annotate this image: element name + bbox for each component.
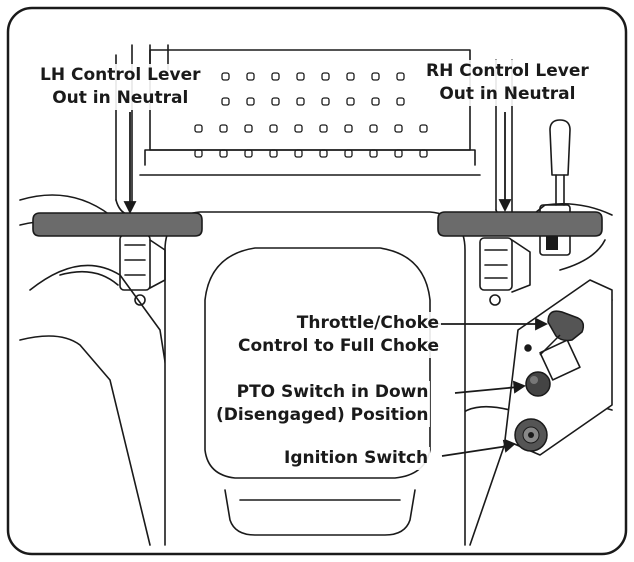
pto-label: PTO Switch in Down (Disengaged) Position: [214, 381, 431, 427]
throttle-label-line2: Control to Full Choke: [238, 336, 439, 356]
panel-square: [539, 339, 581, 381]
rh-lever-label: RH Control Lever Out in Neutral: [424, 60, 591, 106]
seat-vent-holes: [194, 72, 428, 158]
rh-lever-mechanism: [479, 237, 531, 306]
ignition-leader: [441, 445, 509, 457]
lh-lever-label-line1: LH Control Lever: [40, 65, 201, 85]
rh-control-lever: [437, 211, 603, 237]
lh-lever-label-line2: Out in Neutral: [52, 88, 189, 108]
throttle-label: Throttle/Choke Control to Full Choke: [236, 312, 441, 358]
lh-control-lever: [32, 212, 203, 237]
pto-leader: [454, 386, 519, 394]
ignition-label-text: Ignition Switch: [284, 448, 429, 468]
pto-label-line1: PTO Switch in Down: [236, 382, 429, 402]
pto-label-line2: (Disengaged) Position: [216, 405, 429, 425]
rh-lever-label-line2: Out in Neutral: [439, 84, 576, 104]
pto-switch: [525, 371, 551, 397]
throttle-label-line1: Throttle/Choke: [296, 313, 439, 333]
throttle-choke-knob: [524, 310, 585, 356]
rh-lever-label-line1: RH Control Lever: [426, 61, 589, 81]
ignition-switch: [514, 418, 548, 452]
ignition-label: Ignition Switch: [282, 447, 431, 470]
seat-cushion: [164, 211, 466, 546]
lh-lever-label: LH Control Lever Out in Neutral: [38, 64, 203, 110]
